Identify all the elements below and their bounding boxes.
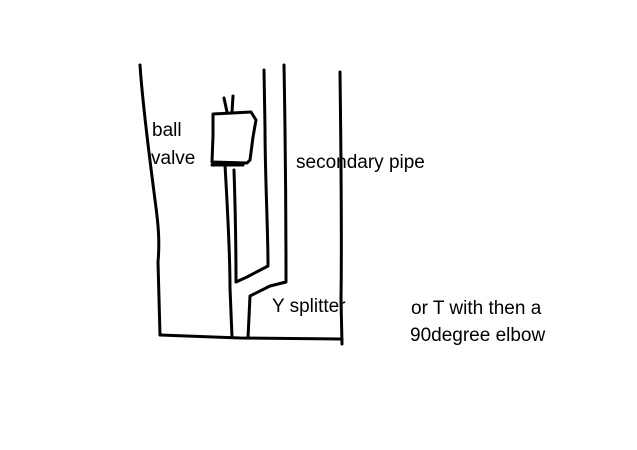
- main-pipe-bottom-wall: [158, 333, 344, 341]
- ball-valve-label-line1: ball: [152, 120, 182, 141]
- ball-valve-body: [210, 110, 258, 165]
- y-splitter-label: Y splitter: [272, 296, 346, 317]
- branch-pipe-left-wall: [223, 163, 234, 339]
- alternative-fitting-label-line1: or T with then a: [411, 298, 542, 319]
- secondary-pipe-wall: [246, 63, 288, 340]
- ball-valve-label-line2: valve: [151, 148, 196, 169]
- ball-valve-stem-right: [230, 94, 235, 114]
- secondary-pipe-label: secondary pipe: [296, 152, 425, 173]
- main-pipe-left-wall: [138, 63, 162, 337]
- ball-valve-stem-left: [222, 96, 229, 114]
- main-pipe-right-wall: [338, 70, 344, 346]
- alternative-fitting-label-line2: 90degree elbow: [410, 325, 546, 346]
- branch-pipe-right-wall: [232, 68, 270, 284]
